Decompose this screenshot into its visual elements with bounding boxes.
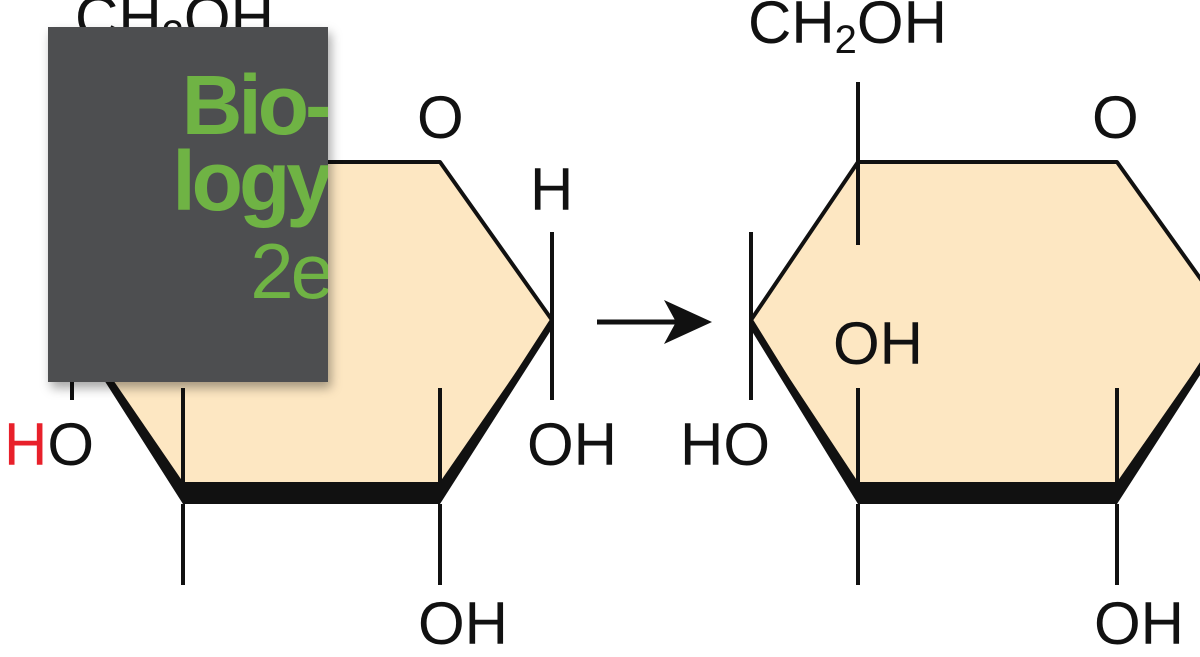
left-h-label: H (530, 156, 574, 223)
right-ring-bold-right-wedge (1117, 363, 1200, 504)
right-ring-bold-front-edge (858, 482, 1117, 504)
book-cover: Bio- logy 2e (48, 27, 328, 382)
left-oh-right-label: OH (527, 411, 617, 478)
cover-edition: 2e (250, 227, 328, 315)
left-ring-bold-front-edge (183, 482, 440, 504)
cover-title-line2: logy (172, 134, 328, 228)
cover-title-line1: Bio- (181, 58, 328, 152)
right-ring-oxygen-label: O (1092, 84, 1139, 151)
left-oh-bottom-label: OH (418, 590, 508, 657)
right-oh-middle-label: OH (833, 310, 923, 377)
right-ho-label: HO (680, 411, 770, 478)
reaction-arrow-head (664, 300, 712, 344)
right-glucose-ring (749, 160, 1200, 495)
right-ring-bold-left-wedge (750, 320, 858, 504)
highlighted-h: H (4, 411, 48, 478)
right-oh-bottom-label: OH (1094, 590, 1184, 657)
left-ring-bold-right-wedge (440, 320, 553, 504)
right-ch2oh-label: CH2OH (748, 0, 947, 62)
left-ring-oxygen-label: O (417, 84, 464, 151)
left-ho-label: HO (4, 411, 95, 478)
